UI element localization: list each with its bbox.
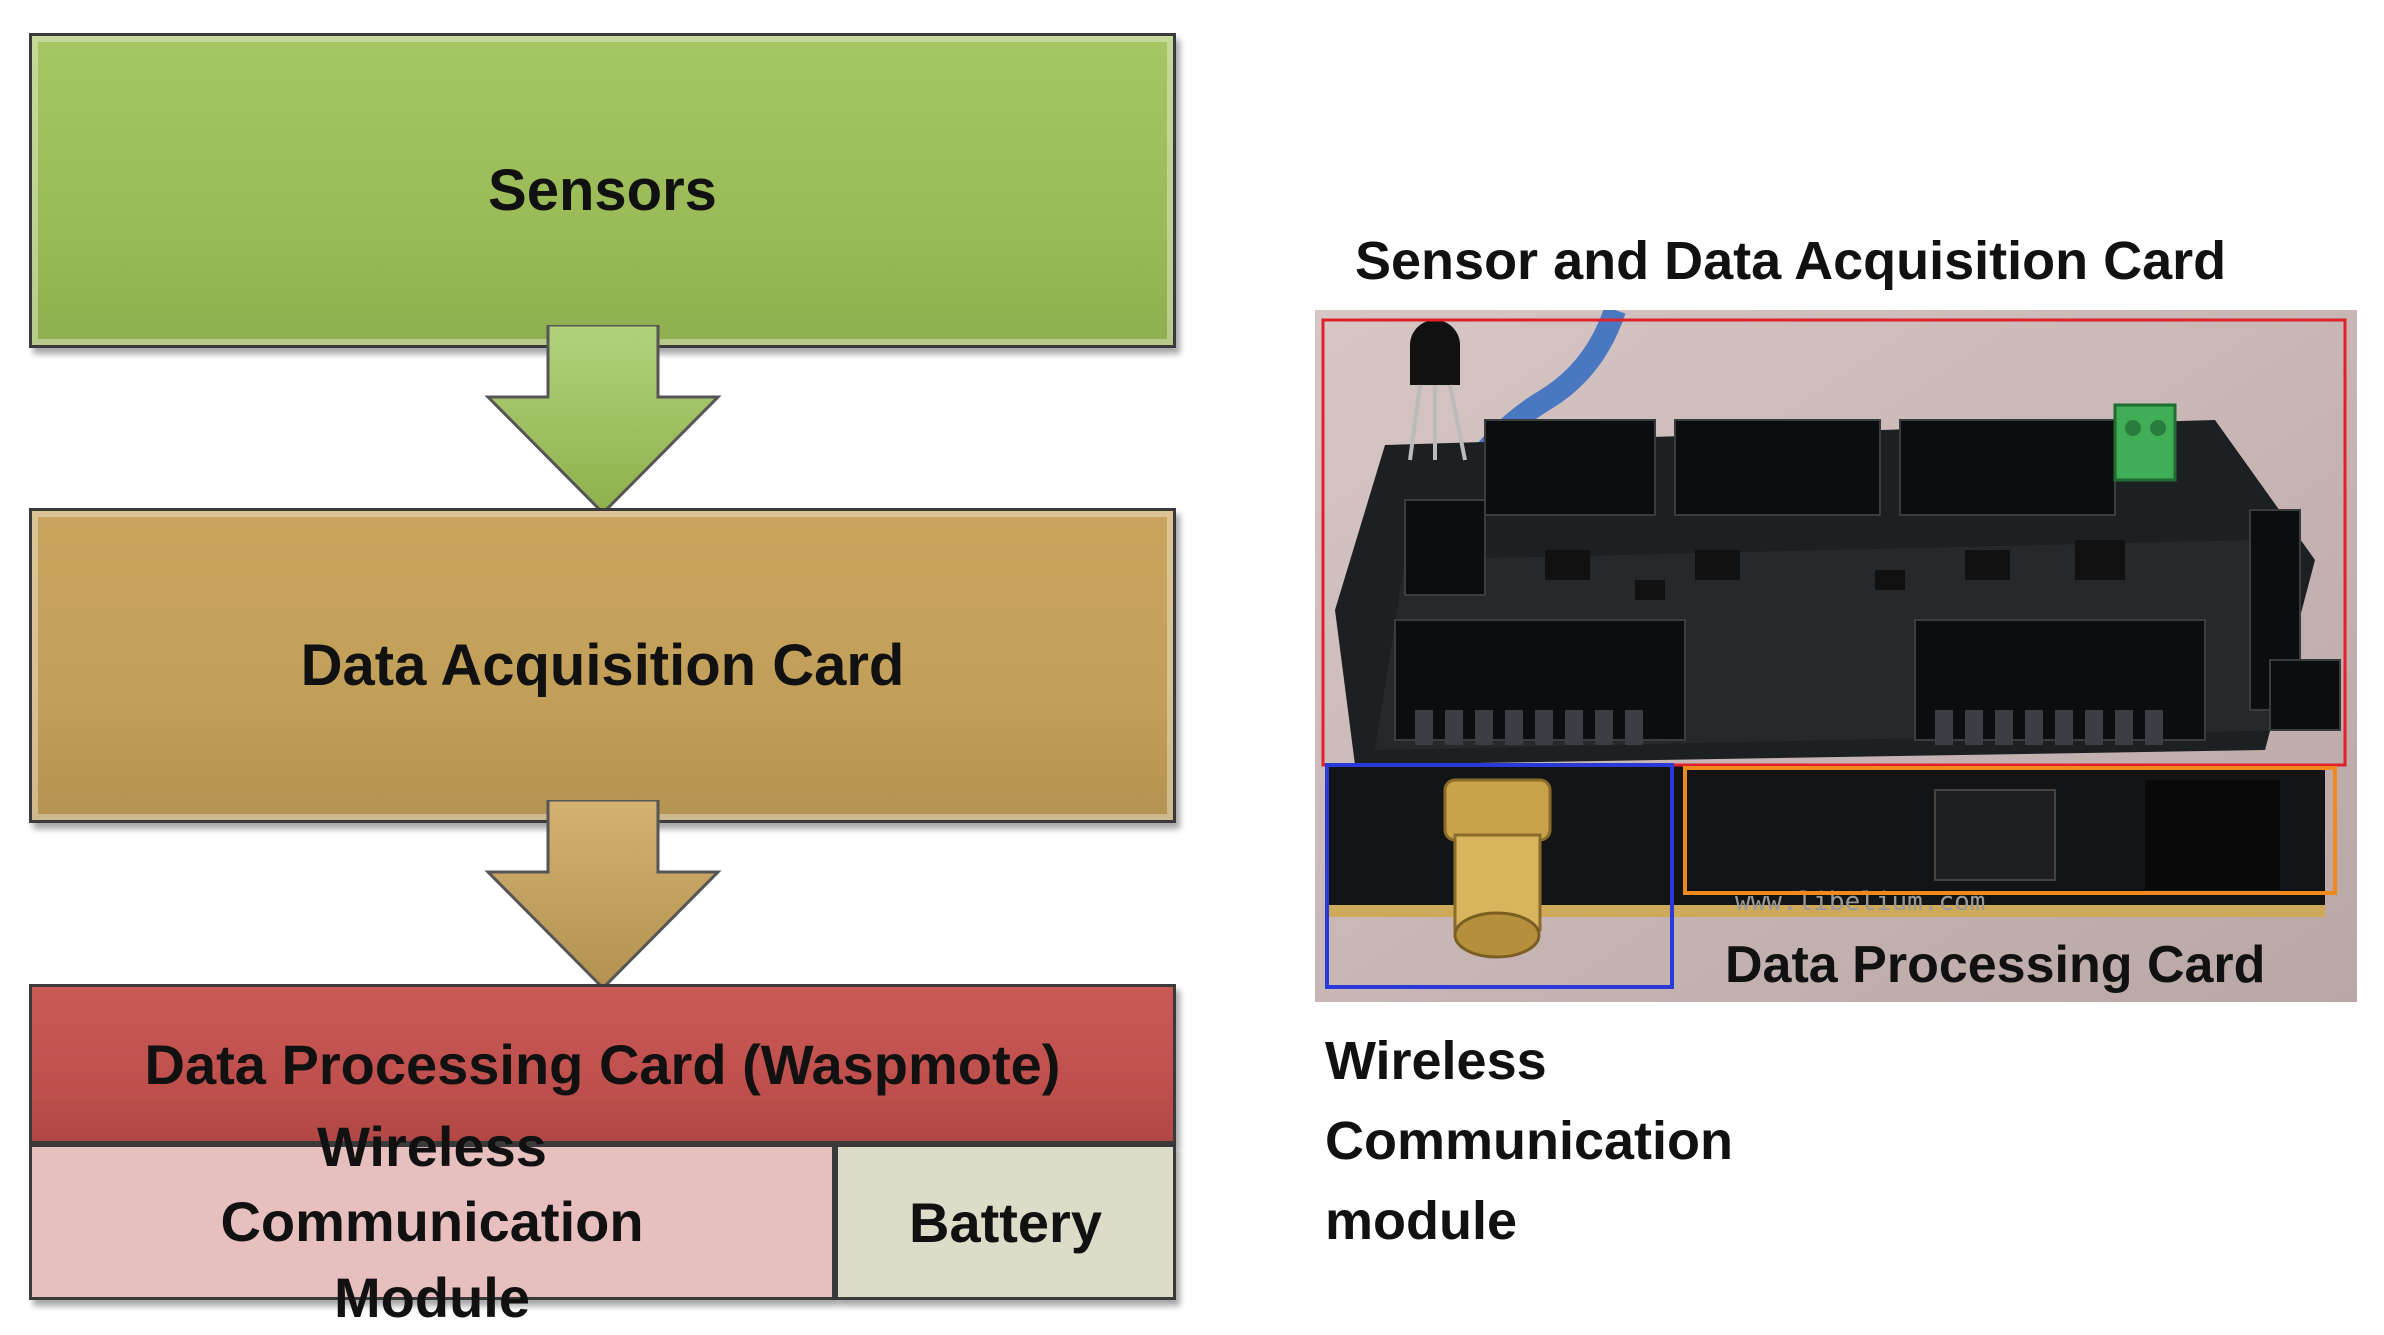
battery-block: Battery — [835, 1144, 1176, 1300]
wireless-module-label: Wireless Communication Module — [220, 1114, 644, 1329]
sensors-block: Sensors — [29, 33, 1176, 348]
wireless-caption-line-2: Communication — [1325, 1111, 1734, 1171]
arrow-down-icon — [484, 800, 722, 990]
sensors-label: Sensors — [488, 158, 717, 223]
board-illustration: www.libelium.com — [1315, 310, 2357, 1002]
sensor-card-highlight — [1321, 318, 2347, 767]
data-processing-label: Data Processing Card (Waspmote) — [144, 1032, 1061, 1096]
sensor-card-caption: Sensor and Data Acquisition Card — [1355, 231, 2227, 291]
battery-label: Battery — [909, 1190, 1102, 1254]
processing-card-caption: Data Processing Card — [1725, 936, 2266, 994]
wireless-caption-line-3: module — [1325, 1191, 1518, 1251]
wireless-caption-line-1: Wireless — [1325, 1031, 1547, 1091]
data-acquisition-block: Data Acquisition Card — [29, 508, 1176, 823]
processing-card-highlight — [1683, 766, 2337, 895]
antenna-connector-icon — [1443, 778, 1552, 959]
arrow-down-icon — [484, 325, 722, 515]
data-acquisition-label: Data Acquisition Card — [300, 633, 905, 698]
data-processing-block: Data Processing Card (Waspmote) — [29, 984, 1176, 1144]
wireless-module-highlight — [1325, 763, 1674, 989]
wireless-module-block: Wireless Communication Module — [29, 1115, 835, 1329]
waspmote-board-photo: www.libelium.com Data Processing Card — [1315, 310, 2357, 1002]
